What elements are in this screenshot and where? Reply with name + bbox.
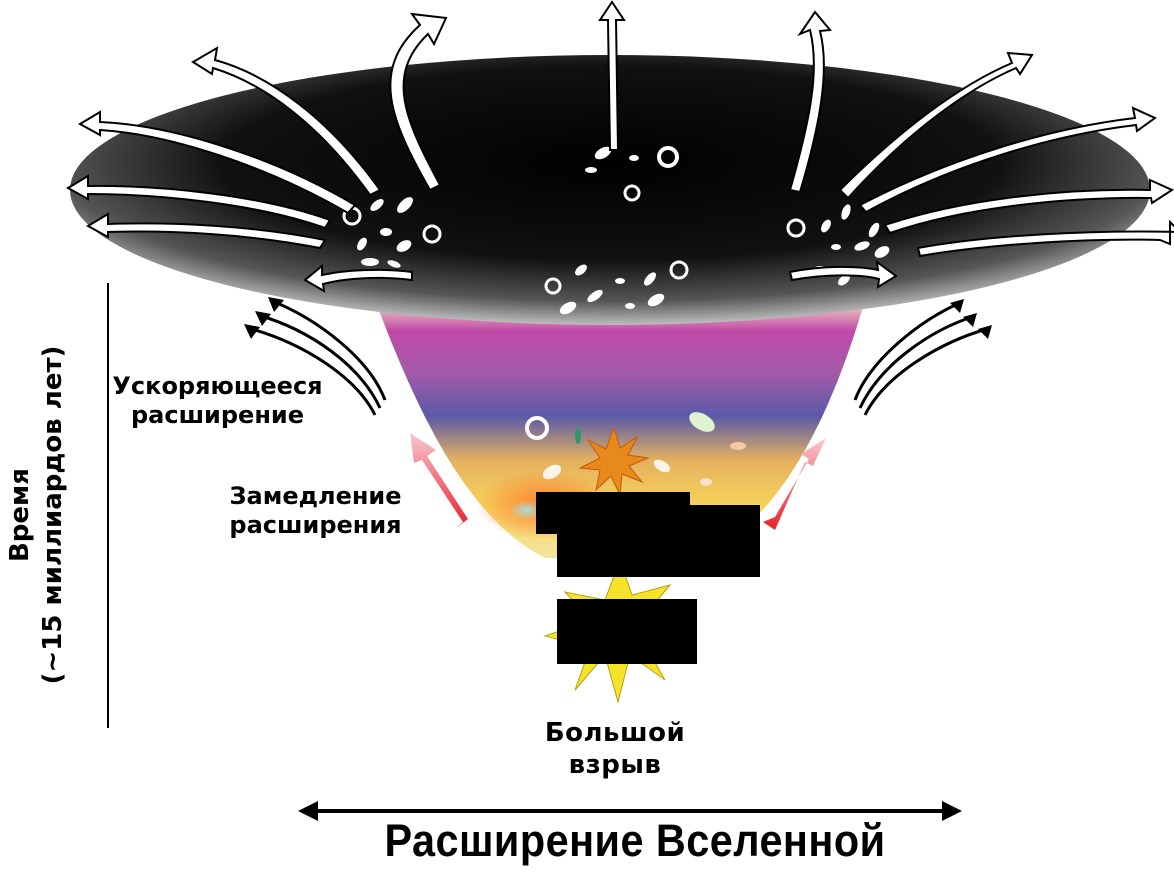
acceleration-arrows: [247, 298, 991, 416]
label-time-duration: (~15 миллиардов лет): [37, 345, 68, 685]
early-galaxies: [525, 412, 746, 486]
label-decelerating-expansion: Замедление расширения: [229, 482, 402, 540]
galaxies-cluster: [342, 146, 890, 315]
label-time-axis: Время (~15 миллиардов лет): [4, 335, 69, 695]
expansion-axis-arrow: [298, 801, 962, 821]
outward-expansion-arrows: [65, 0, 1174, 293]
deceleration-arrows: [410, 433, 826, 530]
label-universe-expansion: Расширение Вселенной: [384, 815, 886, 866]
label-time: Время: [5, 468, 35, 563]
redaction-box-2: [557, 505, 760, 577]
acceleration-arrowheads: [244, 297, 992, 339]
label-accelerating-expansion: Ускоряющееся расширение: [112, 372, 323, 430]
redaction-box-3: [557, 599, 697, 664]
label-big-bang: Большой взрыв: [544, 718, 686, 780]
